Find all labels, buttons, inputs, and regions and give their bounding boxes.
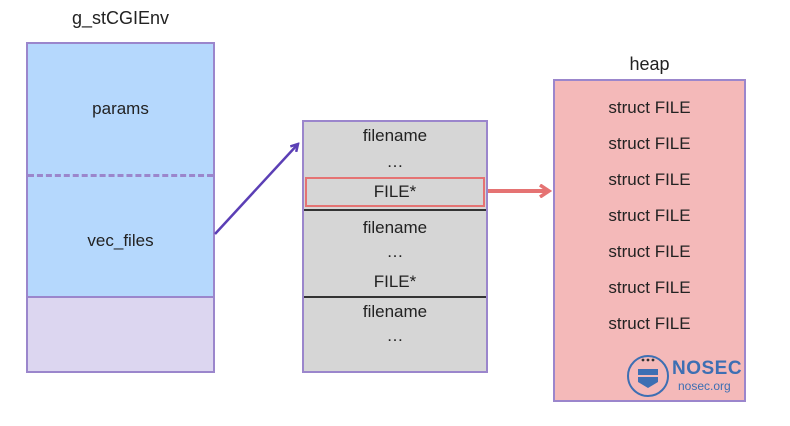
- heap-item-6: struct FILE: [608, 278, 691, 297]
- heap-item-2: struct FILE: [608, 134, 691, 153]
- vec-row-ellipsis-1: …: [386, 152, 404, 171]
- vec-row-filename-1: filename: [362, 126, 428, 145]
- vec-entry-separator-1: [304, 209, 486, 211]
- vec-files-box: filename … FILE* filename … FILE* filena…: [302, 120, 488, 373]
- heap-title: heap: [629, 54, 670, 74]
- nosec-logo-name: NOSEC: [672, 358, 743, 379]
- heap-box: struct FILE struct FILE struct FILE stru…: [553, 79, 746, 402]
- heap-item-1: struct FILE: [608, 98, 691, 117]
- vec-row-file-ptr-1: FILE*: [373, 182, 417, 201]
- env-params-label: params: [92, 99, 149, 118]
- env-used-region: params vec_files: [28, 44, 213, 298]
- vec-row-ellipsis-2: …: [386, 242, 404, 261]
- heap-item-5: struct FILE: [608, 242, 691, 261]
- vec-row-file-ptr-2: FILE*: [373, 272, 417, 291]
- env-struct-box: params vec_files: [26, 42, 215, 373]
- pointer-arrow-to-vec: [214, 144, 298, 235]
- env-vec-files-label: vec_files: [87, 231, 154, 250]
- heap-item-4: struct FILE: [608, 206, 691, 225]
- nosec-logo-url: nosec.org: [678, 379, 731, 393]
- nosec-helmet-icon: [627, 355, 669, 397]
- env-title: g_stCGIEnv: [71, 8, 170, 28]
- file-pointer-highlight: [305, 177, 485, 207]
- heap-item-3: struct FILE: [608, 170, 691, 189]
- vec-row-filename-3: filename: [362, 302, 428, 321]
- vec-entry-separator-2: [304, 296, 486, 298]
- heap-item-7: struct FILE: [608, 314, 691, 333]
- vec-row-ellipsis-3: …: [386, 326, 404, 345]
- vec-row-filename-2: filename: [362, 218, 428, 237]
- nosec-logo: NOSEC nosec.org: [626, 352, 746, 400]
- env-dashed-divider: [28, 174, 213, 177]
